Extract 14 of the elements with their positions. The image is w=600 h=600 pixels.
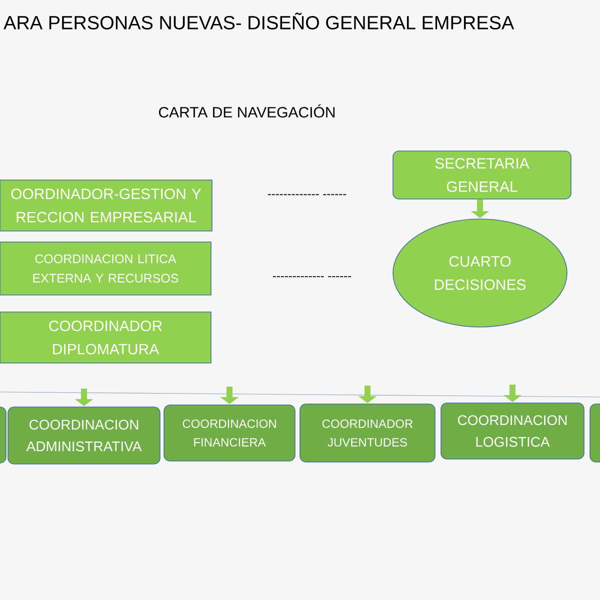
- dash-text: ------------- ------: [272, 276, 352, 278]
- title-text: ARA PERSONAS NUEVAS- DISEÑO GENERAL EMPRESA: [4, 12, 514, 30]
- coordinator-box: OORDINADOR-GESTION Y RECCION EMPRESARIAL: [0, 180, 212, 232]
- dash-text: ------------- ------: [268, 194, 346, 196]
- coordination-box: COORDINACION ADMINISTRATIVA: [8, 406, 160, 464]
- coordination-box: COORDINACION LOGISTICA: [440, 402, 584, 460]
- secretary-box: SECRETARIA GENERAL: [392, 150, 572, 200]
- coordinator-box: COORDINADOR DIPLOMATURA: [0, 312, 212, 364]
- coordination-box: [590, 404, 600, 462]
- coordinator-box: COORDINACION LITICA EXTERNA Y RECURSOS: [0, 242, 212, 296]
- coordination-box: [0, 406, 6, 464]
- coordination-box: COORDINACION FINANCIERA: [164, 404, 296, 462]
- coordination-box: COORDINADOR JUVENTUDES: [300, 404, 436, 462]
- title-text: CARTA DE NAVEGACIÓN: [159, 104, 335, 118]
